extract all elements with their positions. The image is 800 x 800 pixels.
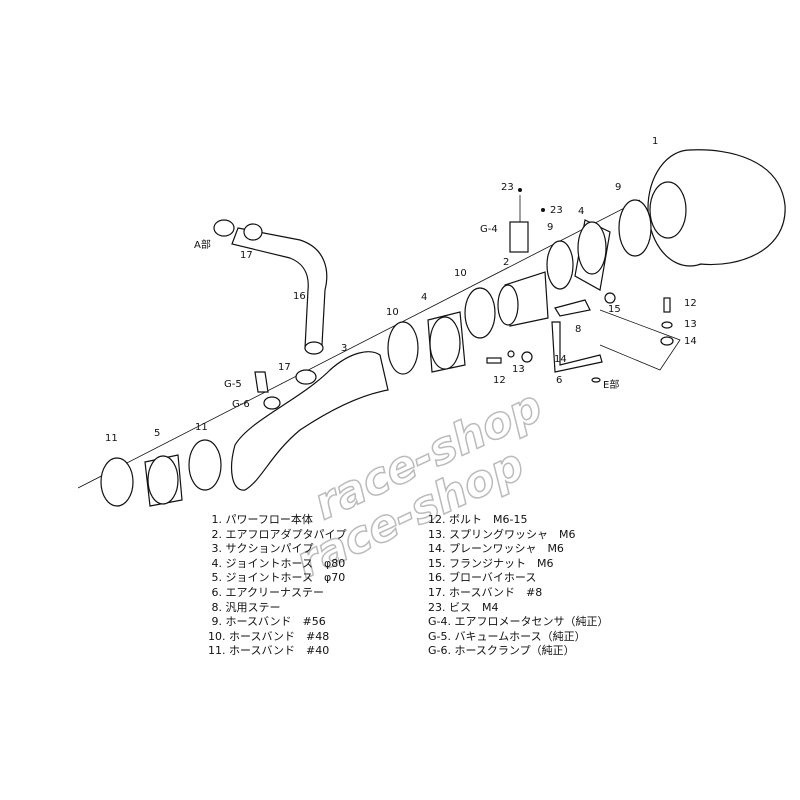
part-item: 3. サクションパイプ	[208, 542, 314, 556]
callout-e-section: E部	[603, 378, 619, 391]
parts-list-right: 12. ボルト M6-15 13. スプリングワッシャ M6 14. プレーンワ…	[428, 513, 608, 659]
callout-11: 11	[105, 433, 118, 444]
part-item: G-4. エアフロメータセンサ（純正）	[428, 615, 609, 629]
callout-g6: G-6	[232, 399, 250, 410]
blow-by-hose	[231, 227, 328, 349]
part-item: 23. ビス M4	[428, 600, 499, 614]
callout-23: 23	[550, 205, 563, 216]
bolt-m6-b	[486, 357, 502, 364]
hose-band-56	[618, 199, 652, 257]
part-item: 8. 汎用ステー	[208, 600, 281, 614]
suction-pipe	[231, 351, 389, 491]
part-item: 4. ジョイントホース φ80	[208, 556, 346, 570]
flange-nut	[604, 292, 616, 304]
hose-clamp	[263, 396, 281, 410]
part-item: 1. パワーフロー本体	[208, 513, 313, 526]
hose-band-40-b	[100, 457, 134, 507]
air-cleaner-stay	[551, 321, 603, 373]
power-flow-body	[647, 149, 786, 267]
callout-4: 4	[578, 206, 584, 217]
spring-washer-b	[507, 350, 515, 358]
callout-11: 11	[195, 422, 208, 433]
a-section-pipe	[213, 219, 235, 237]
parts-list-left: 1. パワーフロー本体 2. エアフロアダプタパイプ 3. サクションパイプ 4…	[208, 513, 347, 659]
callout-23: 23	[501, 182, 514, 193]
plain-washer	[660, 336, 674, 346]
bolt-m6	[663, 297, 671, 313]
part-item: 16. ブローバイホース	[428, 571, 537, 585]
callout-14: 14	[684, 336, 697, 347]
joint-hose-70	[144, 454, 183, 507]
hose-band-48-b	[387, 321, 419, 375]
callout-3: 3	[341, 343, 347, 354]
part-item: 13. スプリングワッシャ M6	[428, 527, 576, 541]
hose-band-upper	[546, 240, 574, 290]
airflow-sensor	[509, 221, 529, 253]
callout-14: 14	[554, 354, 567, 365]
callout-17: 17	[240, 250, 253, 261]
callout-10: 10	[454, 268, 467, 279]
airflow-adapter-pipe	[497, 188, 549, 327]
hose-band-40-a	[188, 439, 222, 491]
part-item: 9. ホースバンド #56	[208, 615, 326, 629]
callout-6: 6	[556, 375, 562, 386]
callout-12: 12	[684, 298, 697, 309]
part-item: 17. ホースバンド #8	[428, 585, 543, 599]
part-item: G-5. バキュームホース（純正）	[428, 629, 586, 643]
callout-9: 9	[547, 222, 553, 233]
callout-12: 12	[493, 375, 506, 386]
callout-g4: G-4	[480, 224, 498, 235]
callout-17: 17	[278, 362, 291, 373]
spring-washer	[661, 321, 673, 329]
hose-band-48-a	[464, 287, 496, 339]
callout-13: 13	[684, 319, 697, 330]
part-item: 10. ホースバンド #48	[208, 629, 330, 643]
callout-5: 5	[154, 428, 160, 439]
part-item: 11. ホースバンド #40	[208, 644, 330, 658]
part-item: G-6. ホースクランプ（純正）	[428, 644, 575, 658]
callout-9: 9	[615, 182, 621, 193]
joint-hose-80-lower	[427, 311, 466, 373]
callout-13: 13	[512, 364, 525, 375]
callout-2: 2	[503, 257, 509, 268]
axis-line	[77, 199, 641, 489]
part-item: 2. エアフロアダプタパイプ	[208, 527, 347, 541]
hose-band-8-a	[243, 223, 263, 241]
callout-15: 15	[608, 304, 621, 315]
callout-10: 10	[386, 307, 399, 318]
general-stay	[554, 299, 591, 317]
callout-g5: G-5	[224, 379, 242, 390]
part-item: 5. ジョイントホース φ70	[208, 571, 346, 585]
callout-labels: 1 23 23 9 9 G-4 4 2 10 15 12 13 14 8 14 …	[105, 136, 697, 444]
part-item: 6. エアクリーナステー	[208, 585, 324, 599]
callout-1: 1	[652, 136, 658, 147]
hose-band-8-b	[295, 369, 317, 385]
vacuum-hose	[254, 371, 269, 393]
callout-16: 16	[293, 291, 306, 302]
callout-4: 4	[421, 292, 427, 303]
part-item: 14. プレーンワッシャ M6	[428, 542, 564, 556]
part-item: 12. ボルト M6-15	[428, 513, 528, 526]
joint-hose-80-upper	[574, 219, 611, 291]
part-item: 15. フランジナット M6	[428, 556, 554, 570]
plain-washer-b	[521, 351, 533, 363]
callout-a-section: A部	[194, 238, 211, 251]
callout-8: 8	[575, 324, 581, 335]
